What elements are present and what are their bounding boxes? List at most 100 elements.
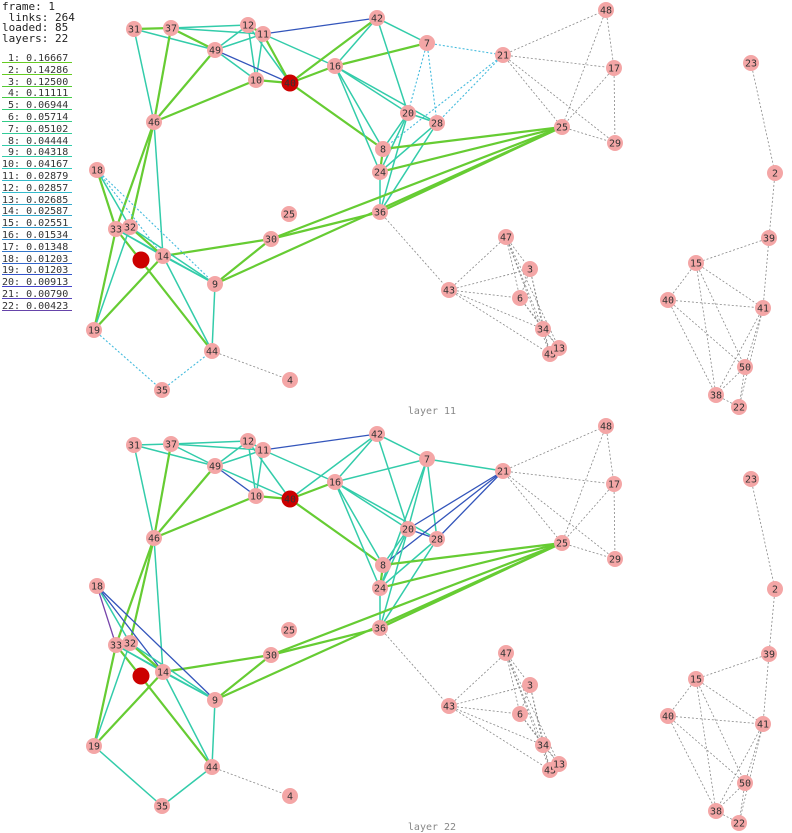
- network-node[interactable]: [660, 708, 676, 724]
- network-node[interactable]: [755, 300, 771, 316]
- network-node[interactable]: [108, 221, 124, 237]
- network-node[interactable]: [207, 276, 223, 292]
- network-node[interactable]: [240, 17, 256, 33]
- network-node[interactable]: [207, 42, 223, 58]
- node-label: 36: [374, 624, 386, 635]
- network-node[interactable]: [122, 635, 138, 651]
- network-node[interactable]: [554, 535, 570, 551]
- network-node[interactable]: [281, 206, 297, 222]
- network-node[interactable]: [755, 716, 771, 732]
- network-node[interactable]: [248, 72, 264, 88]
- network-node[interactable]: [400, 105, 416, 121]
- network-node[interactable]: [240, 433, 256, 449]
- network-node[interactable]: [429, 115, 445, 131]
- network-node[interactable]: [369, 10, 385, 26]
- network-node[interactable]: [146, 530, 162, 546]
- highlighted-node[interactable]: [132, 667, 150, 685]
- network-node[interactable]: [163, 436, 179, 452]
- network-node[interactable]: [522, 261, 538, 277]
- network-node[interactable]: [282, 372, 298, 388]
- network-node[interactable]: [708, 803, 724, 819]
- network-node[interactable]: [743, 55, 759, 71]
- network-node[interactable]: [282, 788, 298, 804]
- network-node[interactable]: [767, 165, 783, 181]
- network-node[interactable]: [743, 471, 759, 487]
- network-node[interactable]: [400, 521, 416, 537]
- network-node[interactable]: [327, 58, 343, 74]
- network-node[interactable]: [429, 531, 445, 547]
- network-node[interactable]: [369, 426, 385, 442]
- network-node[interactable]: [512, 706, 528, 722]
- network-node[interactable]: [495, 463, 511, 479]
- network-node[interactable]: [108, 637, 124, 653]
- network-node[interactable]: [535, 737, 551, 753]
- network-node[interactable]: [89, 578, 105, 594]
- network-node[interactable]: [327, 474, 343, 490]
- network-node[interactable]: [708, 387, 724, 403]
- network-node[interactable]: [204, 343, 220, 359]
- network-node[interactable]: [551, 756, 567, 772]
- network-node[interactable]: [660, 292, 676, 308]
- network-node[interactable]: [761, 230, 777, 246]
- network-node[interactable]: [207, 458, 223, 474]
- legend-swatch: [2, 62, 72, 63]
- network-node[interactable]: [281, 622, 297, 638]
- network-node[interactable]: [607, 551, 623, 567]
- network-node[interactable]: [204, 759, 220, 775]
- network-node[interactable]: [737, 775, 753, 791]
- network-node[interactable]: [122, 219, 138, 235]
- network-node[interactable]: [767, 581, 783, 597]
- network-node[interactable]: [146, 114, 162, 130]
- network-node[interactable]: [154, 382, 170, 398]
- network-node[interactable]: [441, 698, 457, 714]
- network-node[interactable]: [554, 119, 570, 135]
- network-node[interactable]: [731, 399, 747, 415]
- network-node[interactable]: [419, 35, 435, 51]
- network-node[interactable]: [372, 580, 388, 596]
- highlighted-node[interactable]: [281, 490, 299, 508]
- network-node[interactable]: [263, 647, 279, 663]
- network-node[interactable]: [688, 255, 704, 271]
- network-node[interactable]: [255, 442, 271, 458]
- network-node[interactable]: [498, 645, 514, 661]
- network-node[interactable]: [86, 322, 102, 338]
- network-node[interactable]: [551, 340, 567, 356]
- network-node[interactable]: [372, 204, 388, 220]
- node-label: 21: [497, 467, 509, 478]
- network-node[interactable]: [207, 692, 223, 708]
- network-node[interactable]: [441, 282, 457, 298]
- network-node[interactable]: [375, 557, 391, 573]
- network-node[interactable]: [372, 620, 388, 636]
- network-node[interactable]: [607, 135, 623, 151]
- network-node[interactable]: [126, 21, 142, 37]
- highlighted-node[interactable]: [281, 74, 299, 92]
- network-node[interactable]: [126, 437, 142, 453]
- network-node[interactable]: [598, 2, 614, 18]
- legend-entry: 2: 0.14286: [2, 65, 72, 77]
- network-node[interactable]: [498, 229, 514, 245]
- network-node[interactable]: [163, 20, 179, 36]
- network-node[interactable]: [606, 476, 622, 492]
- network-node[interactable]: [731, 815, 747, 831]
- network-node[interactable]: [375, 141, 391, 157]
- highlighted-node[interactable]: [132, 251, 150, 269]
- network-node[interactable]: [155, 664, 171, 680]
- network-node[interactable]: [263, 231, 279, 247]
- network-node[interactable]: [419, 451, 435, 467]
- network-node[interactable]: [89, 162, 105, 178]
- network-node[interactable]: [598, 418, 614, 434]
- network-node[interactable]: [522, 677, 538, 693]
- network-node[interactable]: [248, 488, 264, 504]
- network-node[interactable]: [606, 60, 622, 76]
- network-node[interactable]: [495, 47, 511, 63]
- network-node[interactable]: [86, 738, 102, 754]
- network-node[interactable]: [761, 646, 777, 662]
- network-node[interactable]: [737, 359, 753, 375]
- network-node[interactable]: [155, 248, 171, 264]
- network-node[interactable]: [688, 671, 704, 687]
- network-node[interactable]: [255, 26, 271, 42]
- network-node[interactable]: [372, 164, 388, 180]
- network-node[interactable]: [154, 798, 170, 814]
- network-node[interactable]: [512, 290, 528, 306]
- network-node[interactable]: [535, 321, 551, 337]
